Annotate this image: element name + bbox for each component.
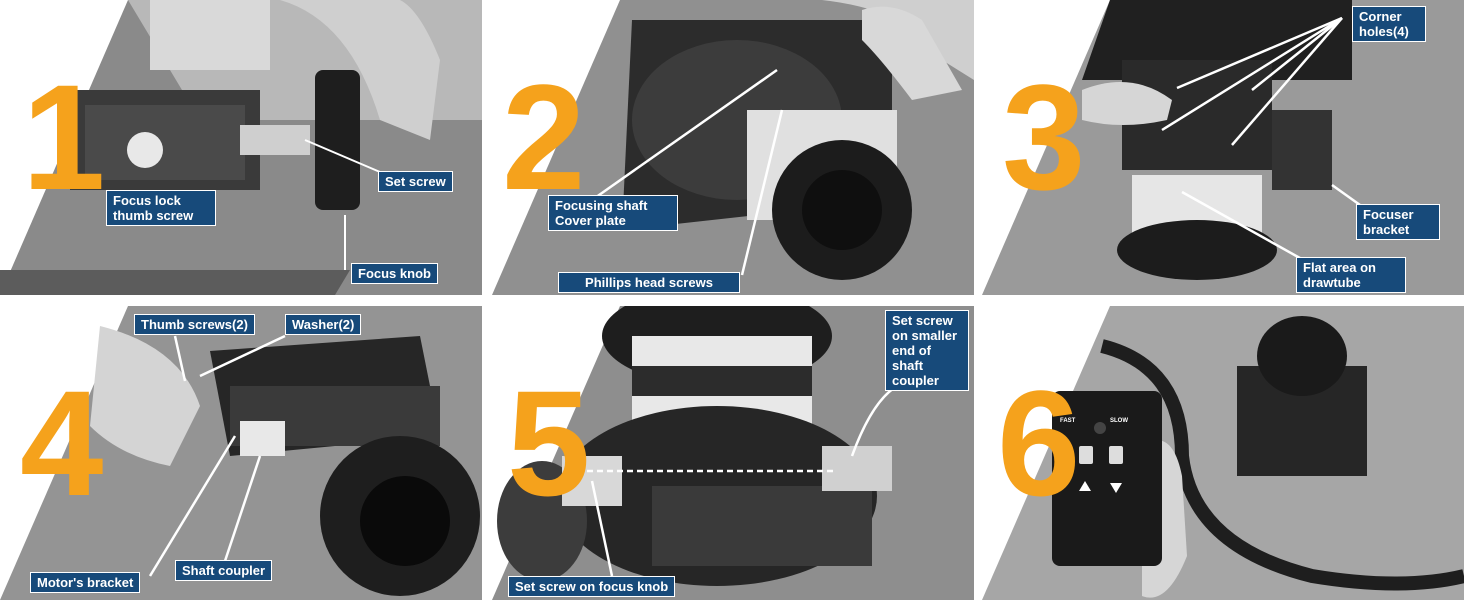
label-washer: Washer(2) bbox=[285, 314, 362, 335]
step-number-5: 5 bbox=[507, 359, 591, 527]
controller-slow-label: SLOW bbox=[1110, 418, 1128, 424]
panel-step-2: 2 Focusing shaft Cover plate Phillips he… bbox=[492, 0, 974, 295]
photo-motor-bracket bbox=[0, 306, 482, 600]
label-set-screw-smaller-end: Set screw on smaller end of shaft couple… bbox=[885, 310, 969, 391]
panel-step-4: 4 Thumb screws(2) Washer(2) Motor's brac… bbox=[0, 306, 482, 600]
panel-step-6: 6 FAST SLOW bbox=[982, 306, 1464, 600]
controller-fast-label: FAST bbox=[1060, 418, 1076, 424]
step-number-2: 2 bbox=[502, 53, 586, 221]
label-set-screw-focus-knob: Set screw on focus knob bbox=[508, 576, 676, 597]
panel-step-5: 5 Set screw on smaller end of shaft coup… bbox=[492, 306, 974, 600]
panel-step-1: 1 Focus lock thumb screw Set screw Focus… bbox=[0, 0, 482, 295]
label-focus-knob: Focus knob bbox=[351, 263, 438, 284]
label-motors-bracket: Motor's bracket bbox=[30, 572, 141, 593]
step-number-1: 1 bbox=[22, 53, 106, 221]
label-flat-area-on-drawtube: Flat area on drawtube bbox=[1296, 257, 1406, 293]
step-number-3: 3 bbox=[1002, 53, 1086, 221]
label-focusing-shaft-cover-plate: Focusing shaft Cover plate bbox=[548, 195, 678, 231]
label-set-screw: Set screw bbox=[378, 171, 453, 192]
label-thumb-screws: Thumb screws(2) bbox=[134, 314, 255, 335]
label-focuser-bracket: Focuser bracket bbox=[1356, 204, 1440, 240]
label-shaft-coupler: Shaft coupler bbox=[175, 560, 273, 581]
label-phillips-head-screws: Phillips head screws bbox=[558, 272, 740, 293]
photo-hand-controller bbox=[982, 306, 1464, 600]
label-focus-lock-thumb-screw: Focus lock thumb screw bbox=[106, 190, 216, 226]
label-corner-holes: Corner holes(4) bbox=[1352, 6, 1426, 42]
photo-shaft-coupler bbox=[492, 306, 974, 600]
panel-step-3: 3 Corner holes(4) Focuser bracket Flat a… bbox=[982, 0, 1464, 295]
photo-focuser-bracket bbox=[982, 0, 1464, 295]
step-number-6: 6 bbox=[997, 359, 1081, 527]
step-number-4: 4 bbox=[20, 359, 104, 527]
